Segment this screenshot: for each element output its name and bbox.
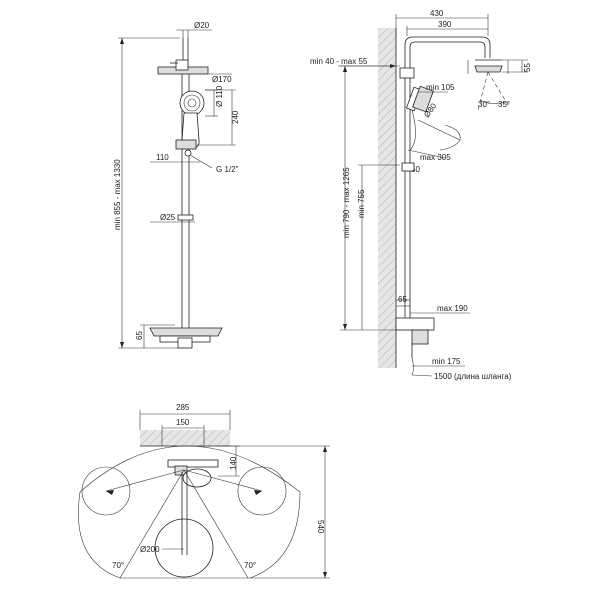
- dim-bottom-offset: 65: [135, 331, 144, 340]
- dim-rail-diameter: Ø25: [160, 213, 176, 222]
- dim-width-outer: 285: [176, 403, 190, 412]
- dim-side-bottom: 65: [398, 295, 407, 304]
- swing-left: [81, 466, 131, 516]
- dim-hand-reach: max 305: [420, 153, 451, 162]
- angle-left: 70°: [112, 561, 124, 570]
- tilt-right: 35°: [498, 100, 510, 109]
- dim-total-height: min 855 - max 1330: [113, 159, 122, 230]
- dim-head-diameter: Ø170: [212, 75, 232, 84]
- arm-joint: [175, 59, 189, 71]
- swing-right: [237, 466, 287, 516]
- mixer-front: [177, 337, 193, 349]
- side-mixer: [411, 329, 429, 345]
- dim-wall-offset: min 40 - max 55: [310, 57, 368, 66]
- side-shower-head: [474, 65, 503, 73]
- angle-right: 70°: [244, 561, 256, 570]
- dim-thread: G 1/2": [216, 165, 239, 174]
- shower-holder: [175, 139, 197, 150]
- dim-height-range: min 790 - max 1265: [342, 167, 351, 238]
- dim-total-depth: 540: [316, 520, 325, 534]
- dim-offset: 110: [156, 153, 169, 162]
- dim-top-pipe: Ø20: [194, 21, 210, 30]
- front-view: Ø20 Ø170 Ø 110 240 110 G 1/2" Ø25 min 85…: [113, 21, 240, 349]
- top-head-circle: [154, 518, 214, 578]
- dim-head-height: 55: [523, 63, 532, 72]
- dim-holder-height: 240: [231, 110, 240, 124]
- dim-min-height: min 755: [357, 189, 366, 218]
- dim-depth: 140: [229, 456, 238, 470]
- dim-width-arm: 390: [438, 20, 452, 29]
- dim-mixer-depth: max 190: [437, 304, 468, 313]
- hand-shower-head: [179, 90, 205, 116]
- dim-width-total: 430: [430, 9, 444, 18]
- dim-hand-angle: 50: [411, 165, 420, 174]
- tilt-left: 30°: [478, 100, 490, 109]
- dim-mixer-offset: min 175: [432, 357, 461, 366]
- side-shelf: [395, 317, 435, 331]
- bottom-tray: [149, 327, 223, 337]
- side-hand-shower: [412, 85, 434, 113]
- side-view: 55 430 390 30° 35° min 40 - max 55 min 1…: [310, 9, 532, 381]
- dim-head-diameter-top: Ø200: [140, 545, 160, 554]
- dim-hand-diameter: Ø 110: [215, 85, 224, 107]
- top-mixer: [167, 459, 219, 468]
- dim-hand-offset: min 105: [426, 83, 455, 92]
- top-view: 285 150 140 Ø200 70° 70°: [78, 403, 330, 579]
- top-shelf: [182, 468, 212, 488]
- dim-width-inner: 150: [176, 418, 190, 427]
- dim-hose-length: 1500 (длина шланга): [434, 372, 512, 381]
